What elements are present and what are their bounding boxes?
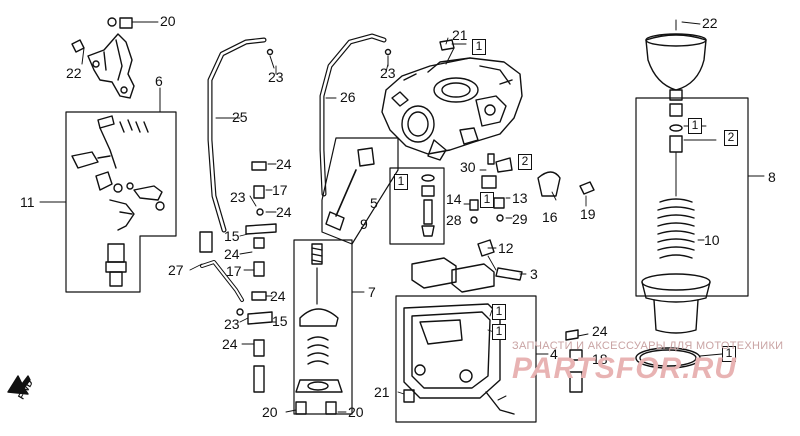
- part-label-21: 21: [374, 384, 390, 400]
- part-label-24: 24: [276, 204, 292, 220]
- carburetor-body: [381, 39, 523, 161]
- part-label-27: 27: [168, 262, 184, 278]
- leader-lines: [149, 21, 723, 413]
- assembly-4-outline: [395, 295, 537, 423]
- float: [411, 257, 523, 293]
- boxed-label-1: 1: [722, 346, 736, 362]
- part-label-24: 24: [270, 288, 286, 304]
- boxed-label-1: 1: [394, 174, 408, 190]
- boxed-label-1: 1: [492, 324, 506, 340]
- part-label-15: 15: [224, 228, 240, 244]
- boxed-label-1: 1: [688, 118, 702, 134]
- part-label-20: 20: [262, 404, 278, 420]
- part-label-16: 16: [542, 209, 558, 225]
- part-label-6: 6: [155, 73, 163, 89]
- part-label-5: 5: [370, 195, 378, 211]
- throttle-assembly: [295, 243, 343, 393]
- float-bowl: [403, 303, 515, 415]
- part-label-30: 30: [460, 159, 476, 175]
- part-label-24: 24: [224, 246, 240, 262]
- forward-arrow-icon: [7, 375, 31, 395]
- part-label-14: 14: [446, 191, 462, 207]
- part-label-15: 15: [272, 313, 288, 329]
- part-label-8: 8: [768, 169, 776, 185]
- assembly-11-outline: [65, 111, 177, 293]
- part-label-23: 23: [268, 69, 284, 85]
- part-label-22: 22: [702, 15, 718, 31]
- part-label-7: 7: [368, 284, 376, 300]
- bracket-assembly: [71, 17, 151, 99]
- assembly-8-outline: [635, 97, 749, 297]
- part-label-11: 11: [20, 194, 35, 210]
- boxed-label-1: 1: [492, 304, 506, 320]
- assembly-9-outline: [321, 137, 399, 245]
- part-label-24: 24: [276, 156, 292, 172]
- part-label-26: 26: [340, 89, 356, 105]
- part-label-24: 24: [592, 323, 608, 339]
- assembly-5-outline: [389, 167, 445, 245]
- part-label-3: 3: [530, 266, 538, 282]
- boxed-label-1: 1: [472, 39, 486, 55]
- tube-26: [319, 33, 387, 197]
- part-label-23: 23: [230, 189, 246, 205]
- part-label-28: 28: [446, 212, 462, 228]
- jet-parts: [421, 174, 435, 237]
- part-label-25: 25: [232, 109, 248, 125]
- assembly-7-outline: [293, 239, 353, 415]
- part-label-10: 10: [704, 232, 720, 248]
- boxed-label-1: 1: [480, 192, 494, 208]
- part-label-24: 24: [222, 336, 238, 352]
- part-label-19: 19: [580, 206, 596, 222]
- part-label-20: 20: [348, 404, 364, 420]
- part-label-17: 17: [272, 182, 288, 198]
- part-label-23: 23: [380, 65, 396, 81]
- part-label-17: 17: [226, 263, 242, 279]
- boxed-label-2: 2: [518, 154, 532, 170]
- part-label-9: 9: [360, 216, 368, 232]
- boxed-label-2: 2: [724, 130, 738, 146]
- part-label-12: 12: [498, 240, 514, 256]
- part-label-20: 20: [160, 13, 176, 29]
- part-label-18: 18: [592, 351, 608, 367]
- left-jet-stack: [199, 161, 277, 393]
- part-label-4: 4: [550, 346, 558, 362]
- part-label-21: 21: [452, 27, 468, 43]
- part-label-23: 23: [224, 316, 240, 332]
- part-label-29: 29: [512, 211, 528, 227]
- choke-assembly: [71, 115, 165, 287]
- vacuum-chamber: [641, 19, 711, 334]
- part-label-13: 13: [512, 190, 528, 206]
- watermark-text: ЗАПЧАСТИ И АКСЕССУАРЫ ДЛЯ МОТОТЕХНИКИ: [512, 340, 784, 352]
- part-label-22: 22: [66, 65, 82, 81]
- watermark-logo: PARTSFOR.RU: [512, 352, 737, 385]
- needle-parts: [325, 147, 375, 231]
